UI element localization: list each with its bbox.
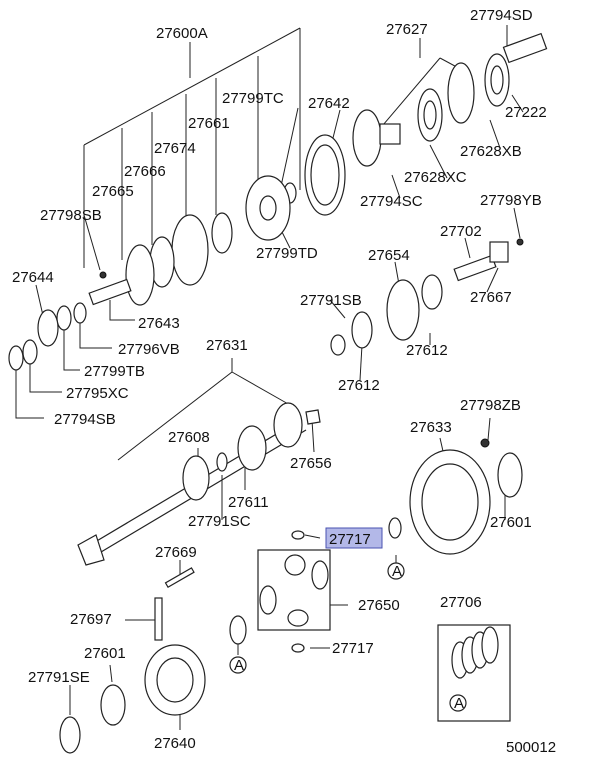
label-27796VB[interactable]: 27796VB bbox=[118, 341, 180, 358]
ring-27795XC bbox=[22, 339, 38, 365]
label-27654[interactable]: 27654 bbox=[368, 247, 410, 264]
highlight-box-27717 bbox=[325, 527, 383, 549]
label-27791SE[interactable]: 27791SE bbox=[28, 669, 90, 686]
label-27799TD[interactable]: 27799TD bbox=[256, 245, 318, 262]
pinion-27631 bbox=[77, 534, 105, 566]
gear-27654 bbox=[386, 279, 420, 341]
label-27644[interactable]: 27644 bbox=[12, 269, 54, 286]
label-27798ZB[interactable]: 27798ZB bbox=[460, 397, 521, 414]
label-27674[interactable]: 27674 bbox=[154, 140, 196, 157]
label-27643[interactable]: 27643 bbox=[138, 315, 180, 332]
gear-27627 bbox=[447, 62, 475, 124]
bearing-27601a bbox=[497, 452, 523, 498]
snap-27796VB bbox=[73, 302, 87, 324]
label-27601-a[interactable]: 27601 bbox=[490, 514, 532, 531]
label-27631[interactable]: 27631 bbox=[206, 337, 248, 354]
bearing-27612 bbox=[421, 274, 443, 310]
bolt-27798SB bbox=[99, 271, 107, 279]
label-27650[interactable]: 27650 bbox=[358, 597, 400, 614]
bearing-27608 bbox=[182, 455, 210, 501]
pin-27669 bbox=[164, 567, 195, 589]
label-27600A[interactable]: 27600A bbox=[156, 25, 208, 42]
ref-label-a2: A bbox=[234, 657, 244, 674]
label-27794SB[interactable]: 27794SB bbox=[54, 411, 116, 428]
nut-27656 bbox=[305, 409, 321, 425]
ref-label-a3: A bbox=[454, 695, 464, 712]
label-27661[interactable]: 27661 bbox=[188, 115, 230, 132]
label-27706[interactable]: 27706 bbox=[440, 594, 482, 611]
label-27633[interactable]: 27633 bbox=[410, 419, 452, 436]
label-27795XC[interactable]: 27795XC bbox=[66, 385, 129, 402]
ref-label-a1: A bbox=[392, 563, 402, 580]
label-27697[interactable]: 27697 bbox=[70, 611, 112, 628]
label-27798YB[interactable]: 27798YB bbox=[480, 192, 542, 209]
label-27798SB[interactable]: 27798SB bbox=[40, 207, 102, 224]
ref-circle-a1 bbox=[387, 562, 405, 580]
label-27791SC[interactable]: 27791SC bbox=[188, 513, 251, 530]
bearing-27601b bbox=[100, 684, 126, 726]
bearing-27644 bbox=[37, 309, 59, 347]
label-27794SC[interactable]: 27794SC bbox=[360, 193, 423, 210]
label-27667[interactable]: 27667 bbox=[470, 289, 512, 306]
label-27791SB[interactable]: 27791SB bbox=[300, 292, 362, 309]
label-27642[interactable]: 27642 bbox=[308, 95, 350, 112]
label-27628XB[interactable]: 27628XB bbox=[460, 143, 522, 160]
ref-circle-a3 bbox=[449, 694, 467, 712]
label-27665[interactable]: 27665 bbox=[92, 183, 134, 200]
label-27608[interactable]: 27608 bbox=[168, 429, 210, 446]
label-27612-a[interactable]: 27612 bbox=[406, 342, 448, 359]
ring-27791SE bbox=[59, 716, 81, 754]
label-27799TB[interactable]: 27799TB bbox=[84, 363, 145, 380]
label-27794SD[interactable]: 27794SD bbox=[470, 7, 533, 24]
ring-27799TB bbox=[56, 305, 72, 331]
label-27717[interactable]: 27717 bbox=[332, 640, 374, 657]
label-27702[interactable]: 27702 bbox=[440, 223, 482, 240]
ring-27791SC bbox=[216, 452, 228, 472]
label-27799TC[interactable]: 27799TC bbox=[222, 90, 284, 107]
ref-circle-a2 bbox=[229, 656, 247, 674]
part-labels: 27600A 27627 27794SD 27799TC 27642 27222… bbox=[12, 7, 556, 756]
label-27611[interactable]: 27611 bbox=[228, 494, 269, 511]
bearing-27611 bbox=[237, 425, 267, 471]
label-27656[interactable]: 27656 bbox=[290, 455, 332, 472]
hub-27642 bbox=[352, 109, 382, 167]
label-27640[interactable]: 27640 bbox=[154, 735, 196, 752]
ring-27794SB bbox=[8, 345, 24, 371]
label-27666[interactable]: 27666 bbox=[124, 163, 166, 180]
bolt-27798ZB bbox=[480, 438, 490, 448]
bearing-27612b bbox=[351, 311, 373, 349]
washer-27717a bbox=[291, 530, 305, 540]
bearing-27661 bbox=[211, 212, 233, 254]
label-27669[interactable]: 27669 bbox=[155, 544, 197, 561]
label-27628XC[interactable]: 27628XC bbox=[404, 169, 467, 186]
washer-27717b bbox=[291, 643, 305, 653]
label-27222[interactable]: 27222 bbox=[505, 104, 547, 121]
diagram-code: 500012 bbox=[506, 739, 556, 756]
label-27601-b[interactable]: 27601 bbox=[84, 645, 126, 662]
gear-27631 bbox=[273, 402, 303, 448]
shaft-27697 bbox=[154, 597, 163, 641]
label-27612-b[interactable]: 27612 bbox=[338, 377, 380, 394]
ring-27791SB bbox=[330, 334, 346, 356]
plate-27665 bbox=[125, 244, 155, 306]
label-27717-highlighted[interactable]: 27717 bbox=[329, 531, 371, 548]
parts bbox=[8, 32, 548, 754]
gear-27674 bbox=[171, 214, 209, 286]
label-27627[interactable]: 27627 bbox=[386, 21, 428, 38]
